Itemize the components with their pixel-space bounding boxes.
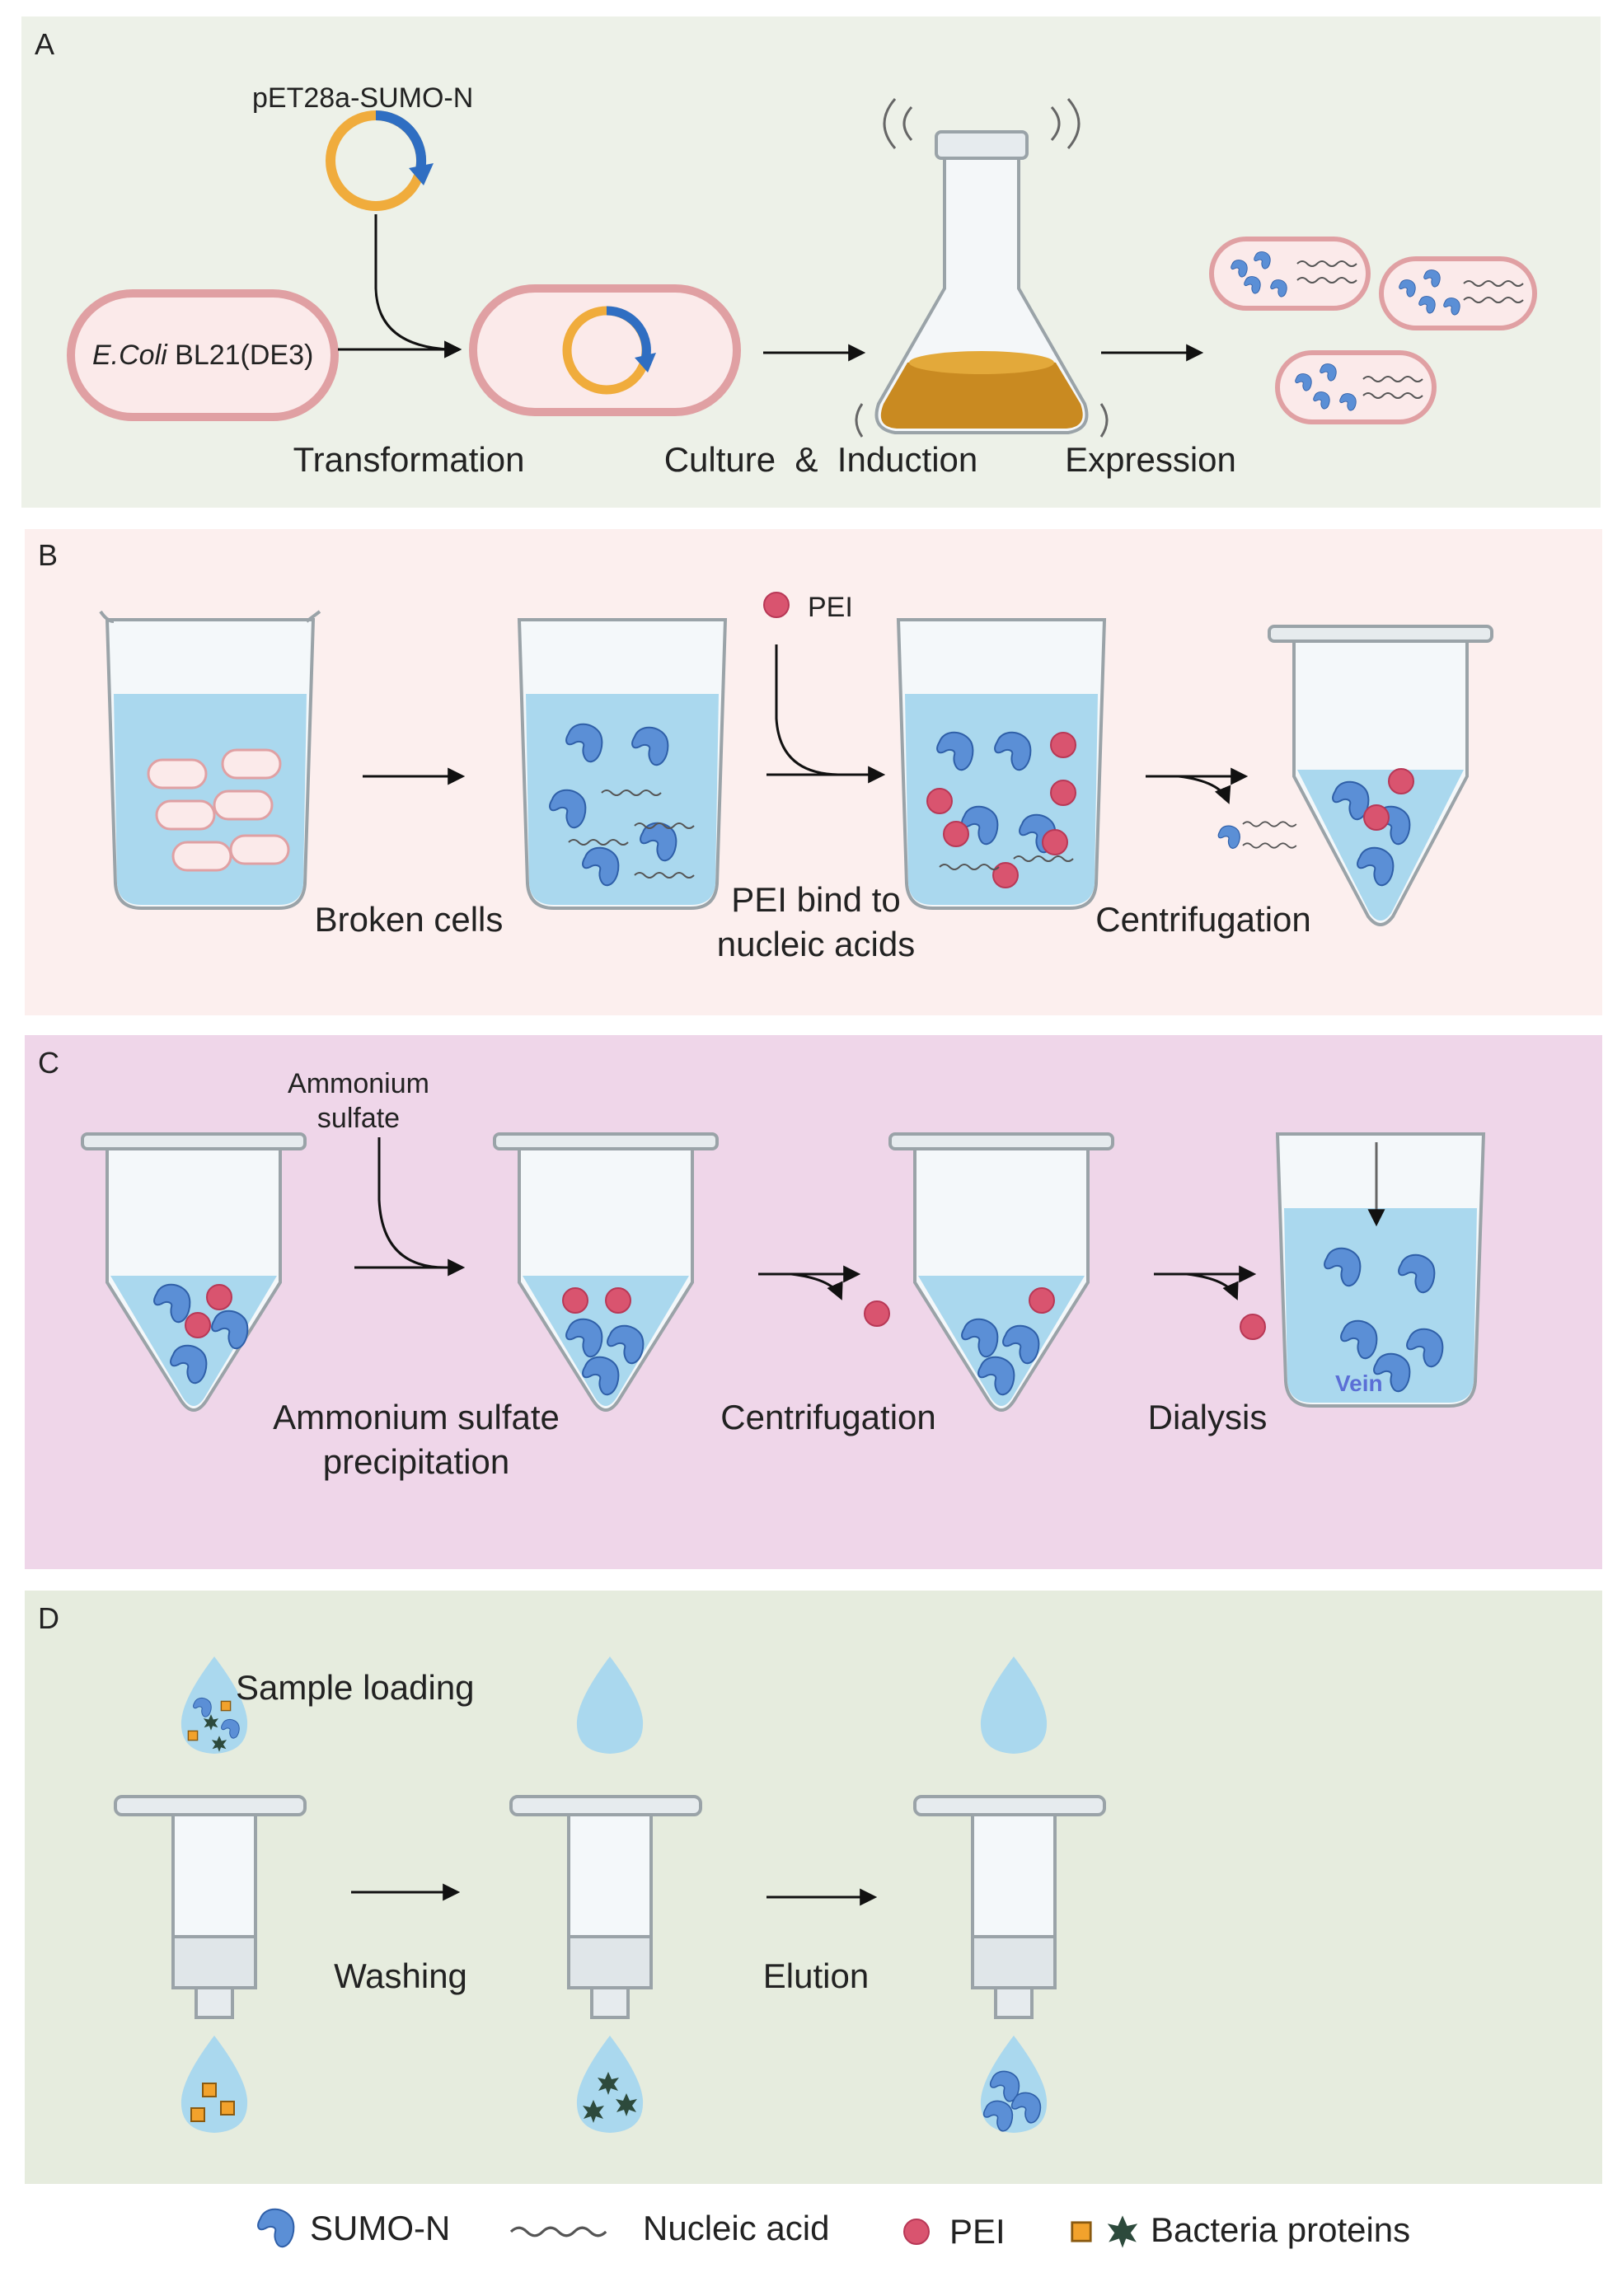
expressed-cell-1 <box>1209 237 1371 311</box>
expressed-cell-2 <box>1379 256 1537 330</box>
legend-nucleic-icon <box>509 2226 607 2237</box>
plasmid-label: pET28a-SUMO-N <box>252 82 473 114</box>
column-1 <box>114 1795 307 2019</box>
tube-c3 <box>888 1132 1114 1412</box>
panel-b: B PEI <box>25 529 1602 1015</box>
panel-b-letter: B <box>38 538 58 572</box>
ecoli-label-italic: E.Coli <box>92 340 168 371</box>
panel-c-letter: C <box>38 1046 59 1080</box>
discard-debris <box>1217 821 1297 849</box>
transformed-cell <box>469 284 741 416</box>
pei-input-icon <box>763 592 790 618</box>
arrow-b2 <box>775 644 886 784</box>
legend: SUMO-N Nucleic acid PEI Bacteria protein… <box>257 2208 1410 2251</box>
expressed-cell-3 <box>1275 350 1437 424</box>
column-3 <box>913 1795 1106 2019</box>
ecoli-cell: E.Coli BL21(DE3) <box>67 289 339 421</box>
legend-pei-label: PEI <box>949 2212 1006 2251</box>
step-expression: Expression <box>1065 440 1236 479</box>
panel-d: D Sample loading Washing Elution <box>25 1591 1602 2184</box>
flowthrough-drop <box>180 2036 248 2133</box>
sample-loading-label: Sample loading <box>236 1668 475 1707</box>
step-centrifugation-c: Centrifugation <box>720 1398 936 1436</box>
step-washing: Washing <box>334 1956 467 1995</box>
panel-a-letter: A <box>35 27 54 61</box>
step-pei-bind-2: nucleic acids <box>717 925 915 963</box>
panel-c: C Ammonium sulfate <box>25 1035 1602 1569</box>
step-elution: Elution <box>763 1956 869 1995</box>
legend-sumo-label: SUMO-N <box>310 2209 450 2247</box>
legend-pei-icon <box>903 2219 930 2245</box>
elution-buffer-drop <box>980 1656 1048 1754</box>
plasmid-arrow <box>374 214 462 358</box>
panel-a-drawing: A pET28a-SUMO-N E.Coli BL21(DE3) <box>35 27 1537 479</box>
panel-b-drawing: B PEI <box>38 538 1493 963</box>
beaker-pei <box>896 618 1107 910</box>
step-broken-cells: Broken cells <box>315 900 504 939</box>
step-dialysis: Dialysis <box>1148 1398 1268 1436</box>
column-2 <box>509 1795 702 2019</box>
panel-d-letter: D <box>38 1601 59 1635</box>
legend-bacteria-square-icon <box>1071 2221 1092 2242</box>
tube-c2 <box>493 1132 719 1412</box>
legend-sumo-icon <box>257 2208 295 2248</box>
panel-c-drawing: C Ammonium sulfate <box>38 1046 1486 1481</box>
arrow-c2-discard <box>790 1272 843 1300</box>
wash-drop <box>576 2036 644 2133</box>
arrow-c1 <box>377 1137 466 1277</box>
beaker-lysate <box>517 618 728 910</box>
ecoli-label-rest: BL21(DE3) <box>167 340 314 371</box>
legend-bacteria-star-icon <box>1107 2215 1138 2248</box>
beaker-broken-cells <box>99 610 321 910</box>
svg-text:E.Coli BL21(DE3): E.Coli BL21(DE3) <box>92 340 313 371</box>
arrow-b3-discard <box>1178 775 1231 804</box>
eluate-drop <box>980 2036 1048 2133</box>
sample-drop <box>180 1656 248 1754</box>
arrow-c3-discard <box>1186 1272 1239 1300</box>
reagent-label-2: sulfate <box>317 1103 400 1134</box>
reagent-label-1: Ammonium <box>288 1068 429 1099</box>
centrifuge-tube-b <box>1268 625 1493 926</box>
panel-a: A pET28a-SUMO-N E.Coli BL21(DE3) <box>21 16 1601 508</box>
step-transformation: Transformation <box>293 440 525 479</box>
legend-nucleic-label: Nucleic acid <box>643 2209 829 2247</box>
panel-d-drawing: D Sample loading Washing Elution <box>38 1601 1106 2133</box>
step-ammonium-1: Ammonium sulfate <box>273 1398 560 1436</box>
dialysis-beaker: Vein <box>1275 1132 1486 1408</box>
step-pei-bind-1: PEI bind to <box>731 880 900 919</box>
step-centrifugation-b: Centrifugation <box>1095 900 1311 939</box>
discarded-pei-1 <box>864 1300 890 1327</box>
tube-c1 <box>81 1132 307 1412</box>
step-culture-induction: Culture & Induction <box>664 440 978 479</box>
discarded-pei-2 <box>1240 1314 1266 1340</box>
pei-input-label: PEI <box>808 592 853 623</box>
vein-label: Vein <box>1335 1371 1383 1396</box>
plasmid-icon <box>326 110 434 211</box>
culture-flask <box>855 98 1109 438</box>
wash-buffer-drop <box>576 1656 644 1754</box>
legend-bacteria-label: Bacteria proteins <box>1151 2210 1410 2249</box>
step-ammonium-2: precipitation <box>323 1442 509 1481</box>
